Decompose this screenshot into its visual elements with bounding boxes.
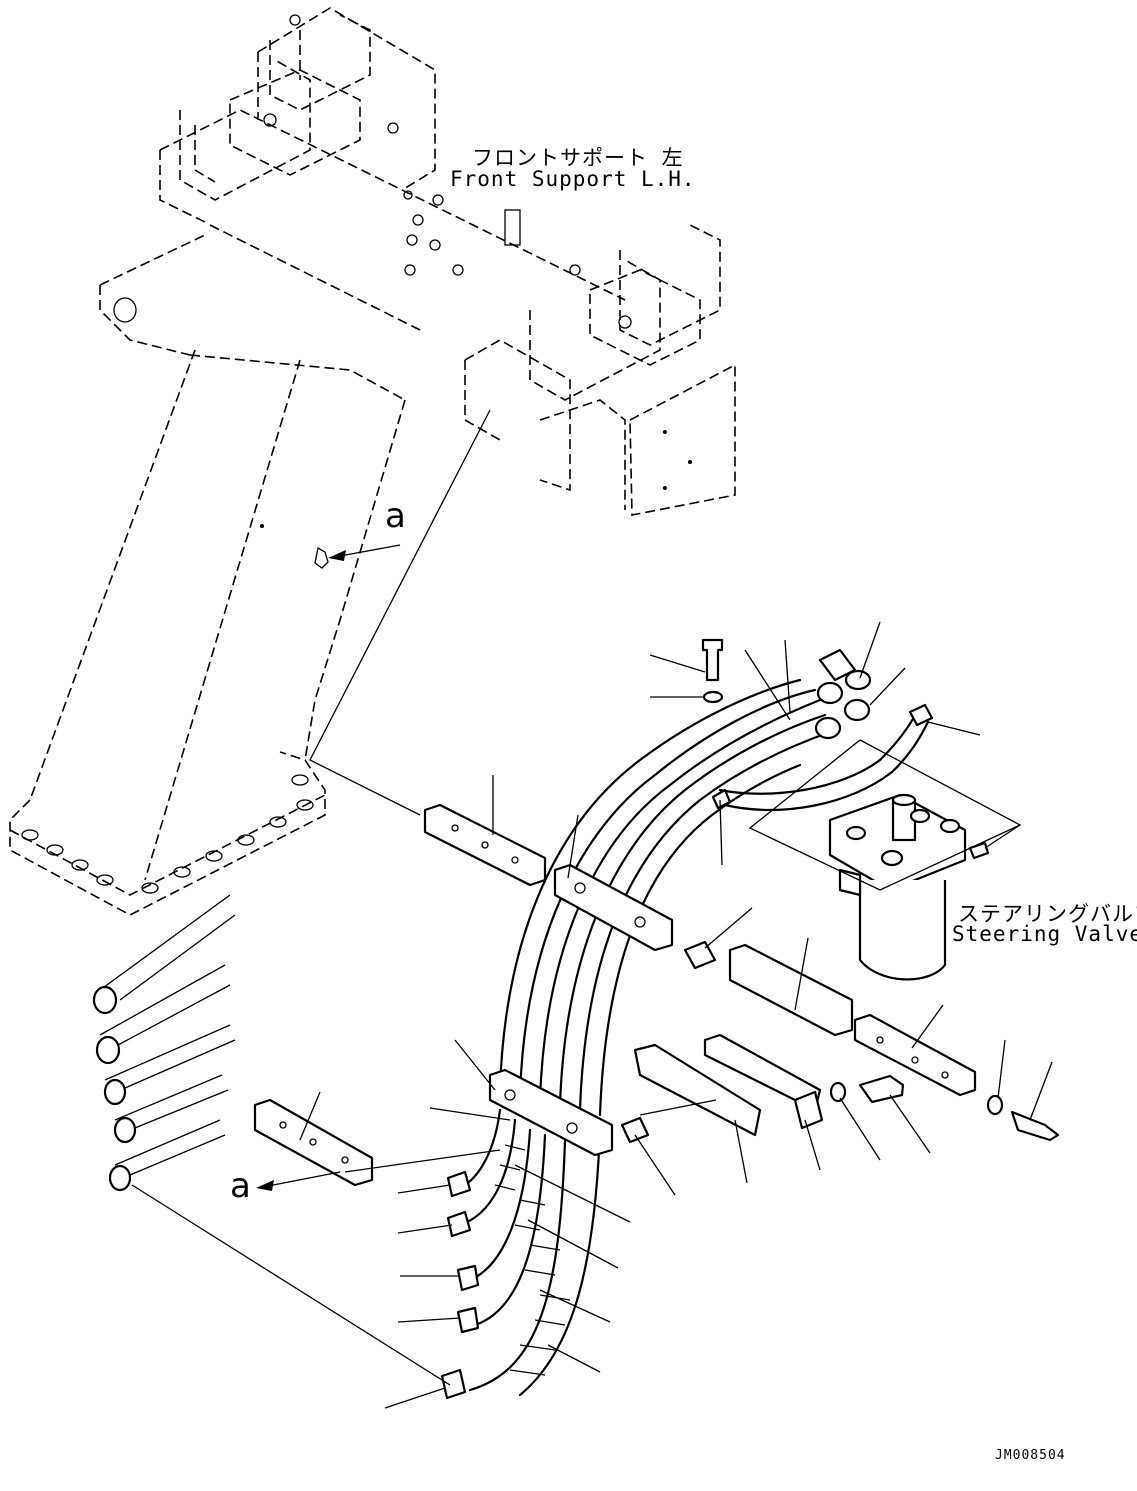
- lower-hose-fittings: [440, 1170, 480, 1400]
- reference-a-bottom: a: [230, 1166, 251, 1206]
- left-hose-ends: [92, 894, 236, 1192]
- ref-a-bottom-arrow: [256, 1149, 501, 1191]
- top-plate-bolts: [260, 14, 692, 528]
- drawing-code: JM008504: [995, 1448, 1066, 1463]
- hose-bundle: [458, 678, 930, 1397]
- steering-valve-label-en: Steering Valve: [952, 922, 1137, 946]
- reference-a-top: a: [385, 496, 406, 536]
- valve-callout-lines: [748, 739, 1022, 891]
- ref-a-top-arrow: [314, 544, 401, 569]
- bolts-washers: [620, 638, 1060, 1144]
- steering-valve-drawing: [828, 793, 990, 981]
- front-support-label-en: Front Support L.H.: [450, 167, 696, 191]
- front-support-label-jp: フロントサポート 左: [472, 146, 684, 170]
- front-support-outline: [9, 7, 736, 916]
- upper-hose-fittings: [814, 648, 934, 740]
- callout-leaders: [299, 621, 1053, 1409]
- clamp-parts: [253, 803, 977, 1187]
- frame-leader-line: [309, 409, 491, 816]
- foot-plate-holes: [21, 297, 314, 894]
- steering-valve-label-jp: ステアリングバルブ: [958, 902, 1137, 926]
- lower-ref-line: [131, 1184, 451, 1386]
